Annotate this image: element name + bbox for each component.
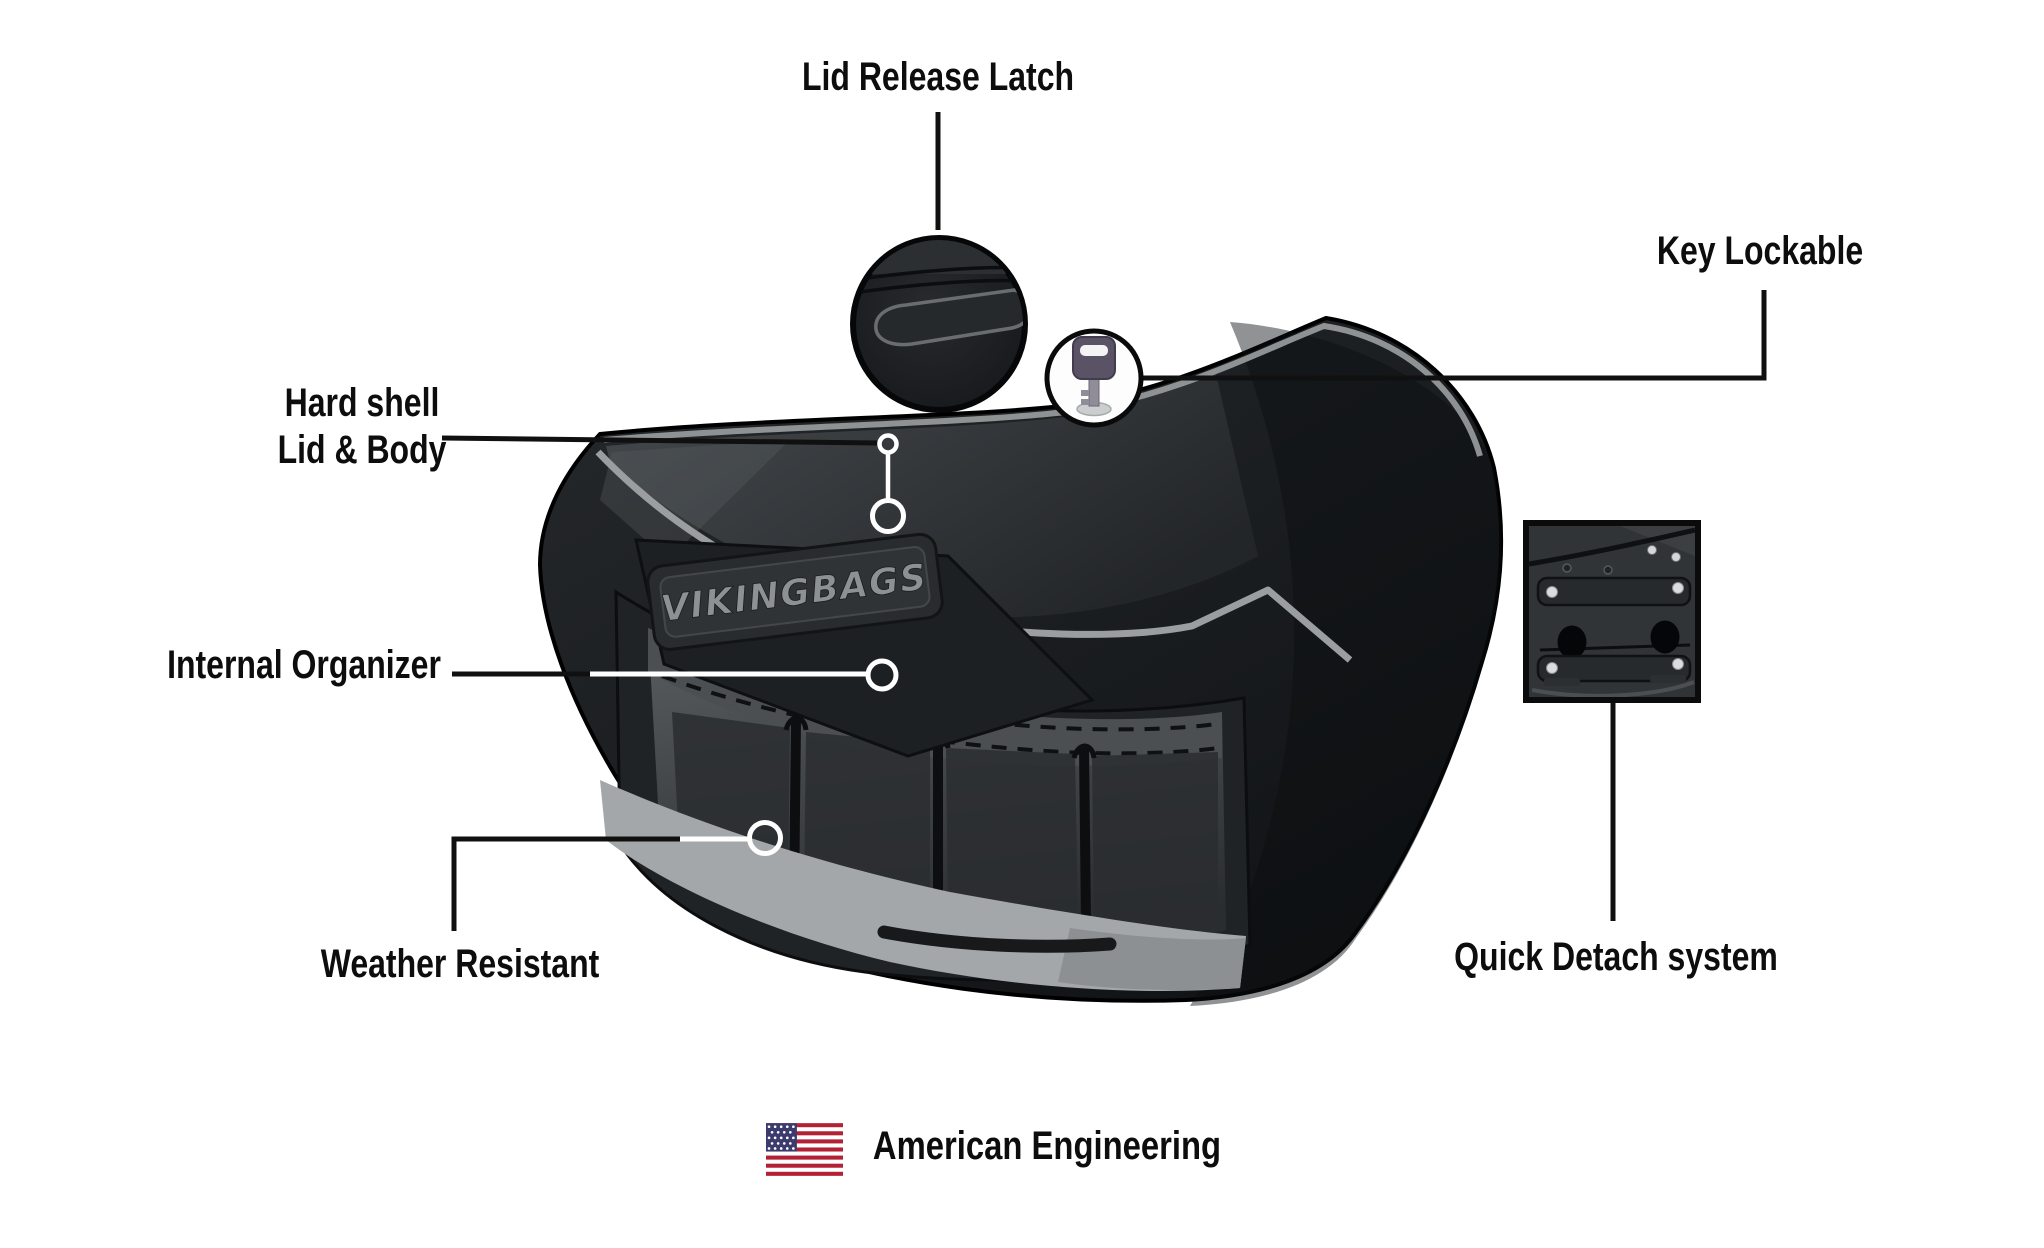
weather-strip-band — [600, 780, 1246, 991]
key-icon — [1072, 336, 1116, 417]
callout-quick-detach-system: Quick Detach system — [1454, 935, 1778, 979]
connector-hard-shell — [441, 435, 878, 446]
weather-resistant-marker-ring — [747, 820, 783, 856]
footer-american-engineering: American Engineering — [872, 1124, 1222, 1168]
key-lock-inset — [1044, 328, 1144, 428]
callout-lid-release-latch: Lid Release Latch — [801, 55, 1075, 99]
vikingbags-logo-plate: VIKINGBAGS — [646, 532, 944, 651]
callout-hard-shell-line1: Hard shell — [284, 381, 440, 425]
quick-detach-panel — [1523, 520, 1701, 703]
body-right-shade — [1190, 322, 1502, 1006]
connector-lines-on-bag — [590, 671, 866, 842]
callout-internal-organizer: Internal Organizer — [167, 643, 441, 687]
callout-key-lockable: Key Lockable — [1656, 229, 1864, 273]
internal-organizer-marker-ring — [865, 658, 899, 692]
hard-shell-marker — [870, 433, 906, 534]
us-flag-icon — [766, 1123, 843, 1176]
callout-hard-shell-line2: Lid & Body — [277, 428, 447, 473]
lid-sheen — [600, 440, 790, 560]
callout-weather-resistant: Weather Resistant — [320, 942, 600, 986]
organizer-flap — [648, 628, 1222, 766]
lid-piping-top — [603, 322, 1483, 457]
callout-hard-shell: Hard shell Lid & Body — [278, 380, 447, 474]
connector-lines — [441, 112, 1767, 931]
connector-key-lockable — [1141, 290, 1767, 381]
connector-weather-resistant — [451, 836, 680, 931]
latch-detail-inset — [850, 235, 1028, 413]
latch-handle — [874, 288, 1023, 347]
bag-body: VIKINGBAGS — [537, 315, 1504, 1006]
